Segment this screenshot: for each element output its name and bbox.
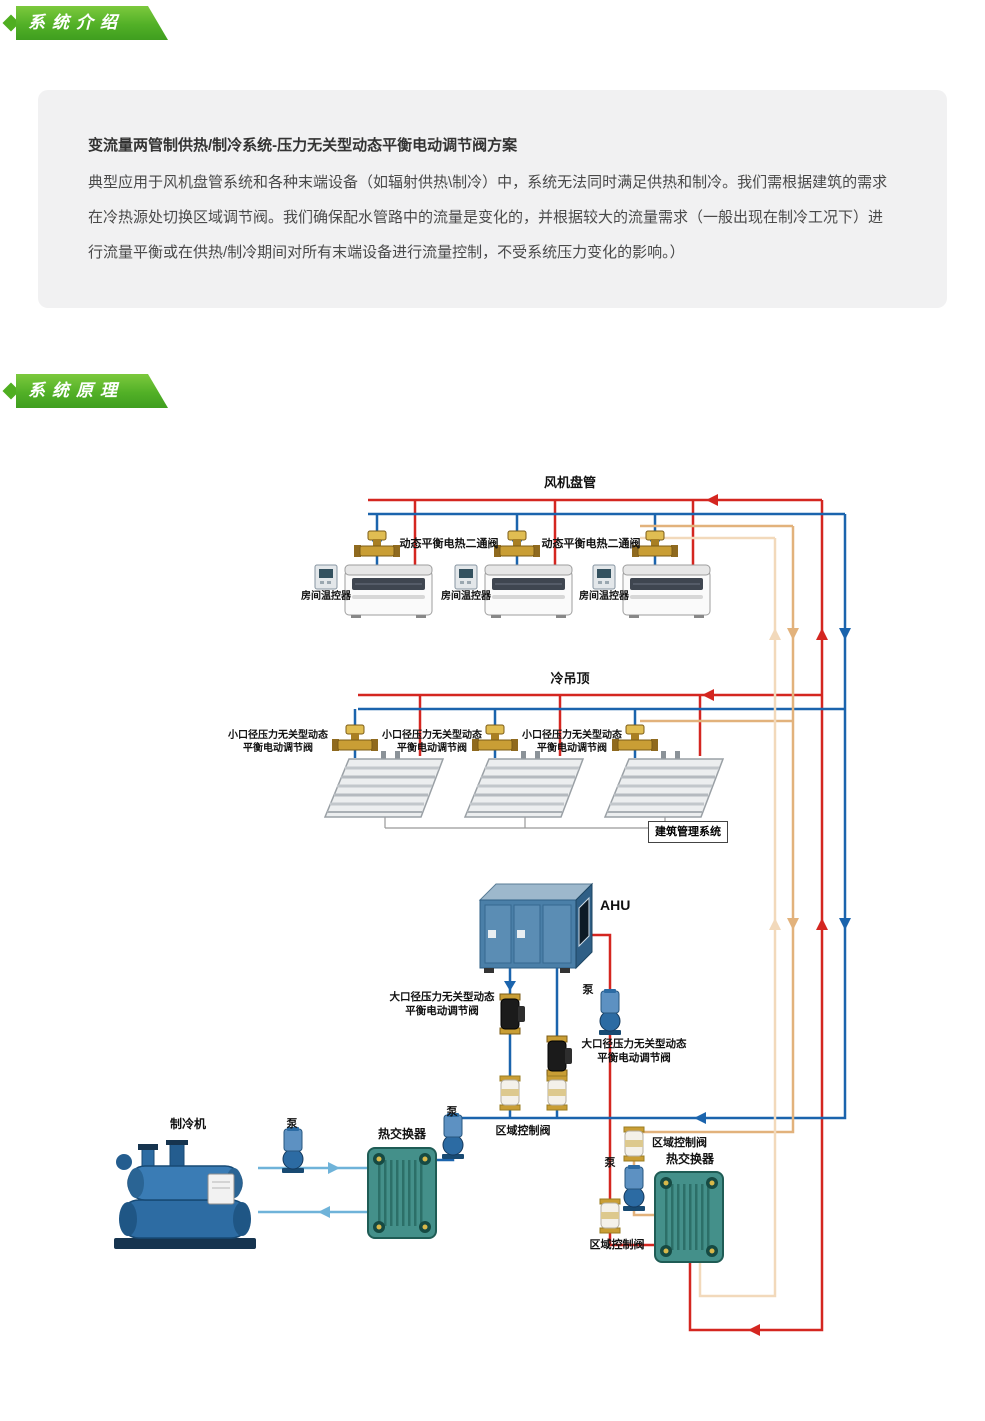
label-dyn-valve-2: 动态平衡电热二通阀 <box>541 538 641 550</box>
chilled-riser <box>453 514 847 1120</box>
chiller-loop-pipes <box>258 1166 368 1214</box>
label-small-valve-3: 小口径压力无关型动态平衡电动调节阀 <box>522 730 622 754</box>
room-thermostat-2 <box>454 564 478 590</box>
banner-band: 系统介绍 <box>16 6 168 40</box>
warm-return-arrows <box>769 628 781 930</box>
zone-valve-right-2 <box>599 1198 621 1234</box>
pump-1 <box>281 1126 305 1174</box>
section-banner-intro: 系统介绍 <box>0 6 300 42</box>
label-small-valve-1: 小口径压力无关型动态平衡电动调节阀 <box>228 730 328 754</box>
label-thermostat-3: 房间温控器 <box>579 591 629 602</box>
zone-valve-b <box>546 1075 568 1111</box>
fan-coil-unit-3 <box>622 564 711 619</box>
chiller-unit <box>113 1139 257 1250</box>
chiller-loop-arrows <box>318 1162 340 1218</box>
room-thermostat-3 <box>592 564 616 590</box>
label-fan-coil-header: 风机盘管 <box>543 475 596 490</box>
pump-2 <box>441 1112 465 1160</box>
tan-riser <box>632 526 795 1217</box>
label-pump-ahu: 泵 <box>582 984 594 996</box>
heat-exchanger-2 <box>655 1172 723 1262</box>
label-heat-exchanger-2: 热交换器 <box>665 1152 714 1166</box>
zone-valve-a <box>499 1075 521 1111</box>
hot-return-pipes <box>632 524 795 1217</box>
intro-title: 变流量两管制供热/制冷系统-压力无关型动态平衡电动调节阀方案 <box>88 137 518 154</box>
label-heat-exchanger-1: 热交换器 <box>377 1127 426 1141</box>
fan-coil-unit-2 <box>484 564 573 619</box>
label-chiller: 制冷机 <box>169 1117 206 1131</box>
label-large-valve-2: 大口径压力无关型动态平衡电动调节阀 <box>581 1038 687 1064</box>
heat-exchanger-1 <box>368 1148 436 1238</box>
intro-content: 变流量两管制供热/制冷系统-压力无关型动态平衡电动调节阀方案 典型应用于风机盘管… <box>38 90 947 270</box>
label-ahu: AHU <box>600 897 631 913</box>
section-title-intro: 系统介绍 <box>28 13 124 32</box>
label-small-valve-2: 小口径压力无关型动态平衡电动调节阀 <box>382 730 482 754</box>
system-diagram <box>113 494 851 1336</box>
section-banner-principle: 系统原理 <box>0 374 300 410</box>
section-title-principle: 系统原理 <box>28 381 124 400</box>
ahu-unit <box>479 883 593 974</box>
label-large-valve-1: 大口径压力无关型动态平衡电动调节阀 <box>389 991 495 1017</box>
intro-body: 典型应用于风机盘管系统和各种末端设备（如辐射供热\制冷）中，系统无法同时满足供热… <box>88 174 888 261</box>
intro-box: 变流量两管制供热/制冷系统-压力无关型动态平衡电动调节阀方案 典型应用于风机盘管… <box>38 90 947 308</box>
label-thermostat-1: 房间温控器 <box>301 591 351 602</box>
large-bore-valve-2 <box>546 1035 573 1077</box>
chilled-ceiling-panel-1 <box>323 749 445 819</box>
label-pump-2: 泵 <box>446 1106 458 1118</box>
bms-box: 建筑管理系统 <box>648 821 728 843</box>
zone-valve-right-1 <box>623 1126 645 1162</box>
label-pump-3: 泵 <box>604 1157 616 1169</box>
peach-riser <box>698 538 777 1298</box>
chilled-ceiling-panel-2 <box>463 749 585 819</box>
label-zone-valve-right-2: 区域控制阀 <box>589 1239 645 1251</box>
room-thermostat-1 <box>314 564 338 590</box>
label-zone-valve-a: 区域控制阀 <box>495 1125 551 1137</box>
hot-ahu-branch <box>592 933 655 1247</box>
large-bore-valve-1 <box>499 993 526 1035</box>
bms-connector <box>384 817 666 829</box>
chilled-ceiling-panel-3 <box>603 749 725 819</box>
label-zone-valve-right-1: 区域控制阀 <box>652 1137 707 1149</box>
hot-flow-arrows <box>702 494 828 1336</box>
label-thermostat-2: 房间温控器 <box>441 591 491 602</box>
pump-3 <box>622 1164 646 1212</box>
fan-coil-unit-1 <box>344 564 433 619</box>
banner-band: 系统原理 <box>16 374 168 408</box>
label-chilled-ceiling-header: 冷吊顶 <box>550 671 590 686</box>
pump-ahu <box>598 988 622 1036</box>
hot-return-arrows <box>787 628 799 930</box>
label-pump-1: 泵 <box>286 1118 298 1130</box>
label-dyn-valve-1: 动态平衡电热二通阀 <box>399 538 499 550</box>
small-bore-valve-1 <box>331 724 379 752</box>
